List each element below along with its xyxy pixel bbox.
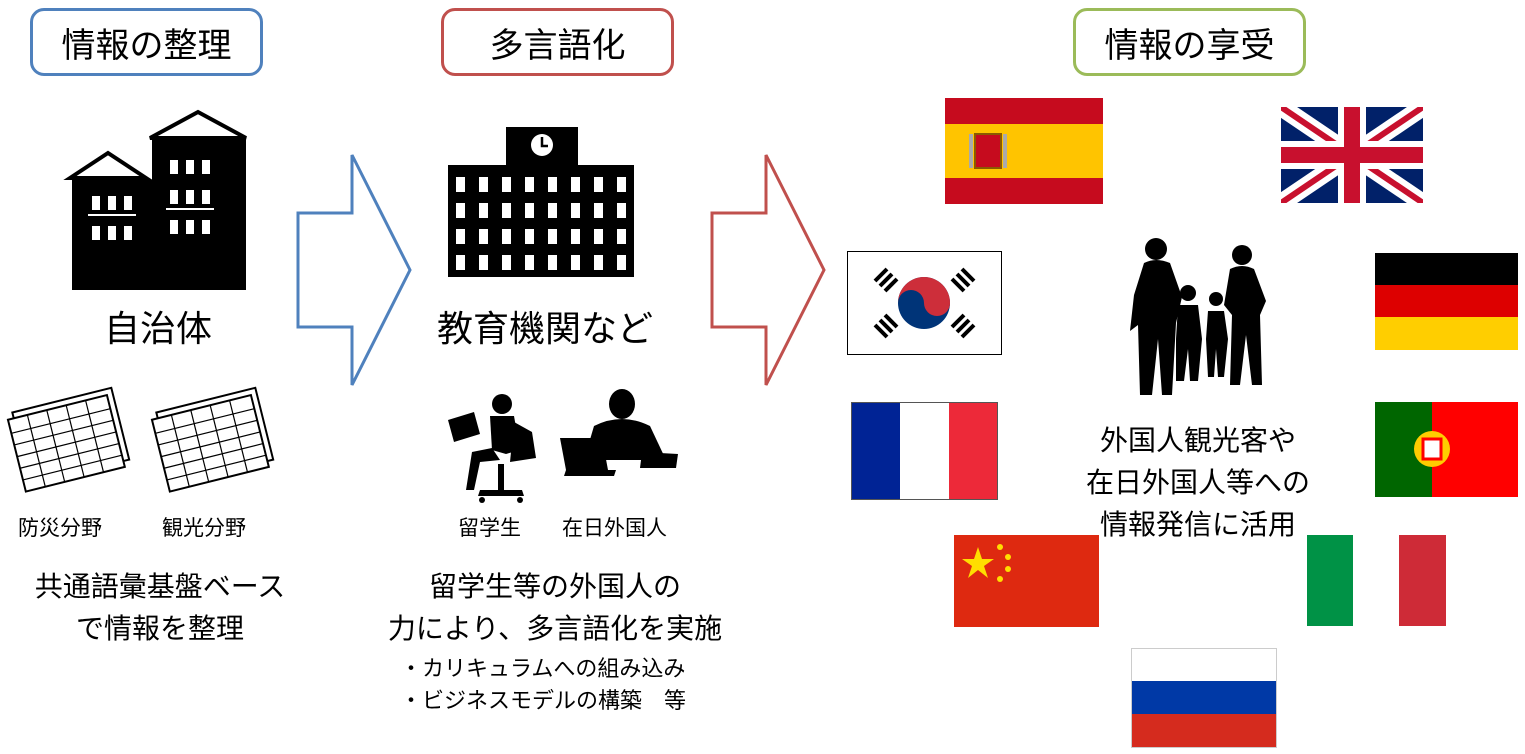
doc-label-tourism: 観光分野 bbox=[162, 516, 246, 540]
middle-description-line: 力により、多言語化を実施 bbox=[387, 612, 723, 645]
middle-description: 留学生等の外国人の 力により、多言語化を実施 bbox=[370, 566, 740, 650]
middle-bullets: ・カリキュラムへの組み込み ・ビジネスモデルの構築 等 bbox=[400, 654, 686, 718]
stage-title-organize: 情報の整理 bbox=[61, 25, 232, 66]
document-icon bbox=[150, 386, 275, 493]
municipality-caption: 自治体 bbox=[103, 309, 212, 350]
italy-flag bbox=[1307, 535, 1446, 626]
right-arrow-blue bbox=[296, 154, 412, 386]
china-flag bbox=[954, 535, 1099, 627]
left-description: 共通語彙基盤ベース で情報を整理 bbox=[10, 566, 310, 650]
right-description-line: 情報発信に活用 bbox=[1099, 508, 1296, 541]
stage-box-receive: 情報の享受 bbox=[1073, 8, 1306, 76]
document-icon bbox=[6, 386, 131, 493]
city-hall-icon bbox=[63, 109, 247, 290]
left-description-line: で情報を整理 bbox=[75, 612, 244, 645]
right-description: 外国人観光客や 在日外国人等への 情報発信に活用 bbox=[1058, 420, 1338, 546]
resident-silhouette-icon bbox=[560, 389, 678, 476]
stage-title-receive: 情報の享受 bbox=[1104, 25, 1275, 66]
right-description-line: 外国人観光客や bbox=[1099, 424, 1296, 457]
spain-flag bbox=[945, 98, 1103, 204]
bullet-item: ・カリキュラムへの組み込み bbox=[400, 657, 686, 682]
russia-flag bbox=[1131, 648, 1277, 748]
left-description-line: 共通語彙基盤ベース bbox=[34, 570, 286, 603]
bullet-item: ・ビジネスモデルの構築 等 bbox=[400, 689, 687, 714]
person-label-resident: 在日外国人 bbox=[562, 516, 667, 540]
portugal-flag bbox=[1375, 402, 1518, 497]
institution-caption: 教育機関など bbox=[436, 309, 653, 350]
korea-flag bbox=[847, 251, 1002, 355]
uk-flag bbox=[1281, 107, 1423, 203]
person-label-student: 留学生 bbox=[458, 516, 521, 540]
stage-title-multilingual: 多言語化 bbox=[489, 25, 626, 66]
stage-box-organize: 情報の整理 bbox=[30, 8, 263, 76]
right-arrow-red bbox=[710, 154, 826, 386]
doc-label-disaster: 防災分野 bbox=[18, 516, 102, 540]
stage-box-multilingual: 多言語化 bbox=[441, 8, 674, 76]
right-description-line: 在日外国人等への bbox=[1085, 466, 1310, 499]
france-flag bbox=[851, 402, 998, 500]
school-building-icon bbox=[448, 127, 634, 277]
germany-flag bbox=[1375, 253, 1518, 350]
family-silhouette-icon bbox=[1130, 238, 1266, 395]
middle-description-line: 留学生等の外国人の bbox=[428, 570, 681, 603]
student-silhouette-icon bbox=[448, 394, 536, 503]
